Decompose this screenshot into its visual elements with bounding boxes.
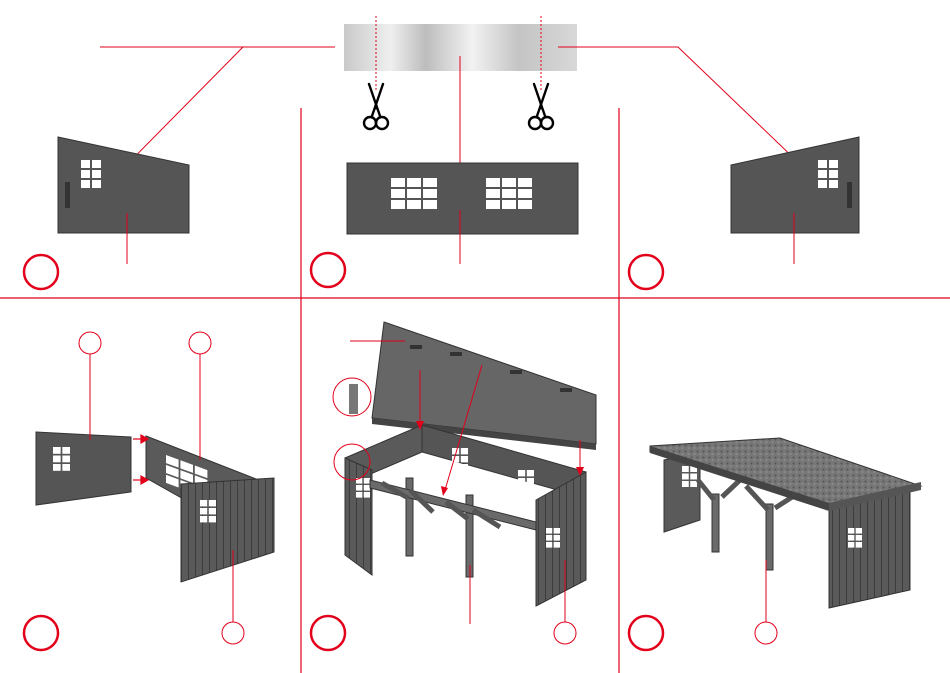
panel-3-right-wall xyxy=(629,137,859,289)
step-marker-1 xyxy=(24,255,58,289)
step-marker-5 xyxy=(311,616,345,650)
scissors-icon xyxy=(364,84,388,129)
step-marker-6 xyxy=(629,616,663,650)
scissors-icon xyxy=(529,84,553,129)
step-marker-2 xyxy=(311,253,345,287)
panel-5-roof-placement xyxy=(311,322,596,650)
panel-4-wall-assembly xyxy=(24,332,274,650)
step-marker-4 xyxy=(24,616,58,650)
panel-2-front-wall xyxy=(311,163,578,287)
panel-6-completed-shed xyxy=(629,438,921,650)
panel-1-left-wall xyxy=(24,137,189,289)
step-marker-3 xyxy=(629,255,663,289)
